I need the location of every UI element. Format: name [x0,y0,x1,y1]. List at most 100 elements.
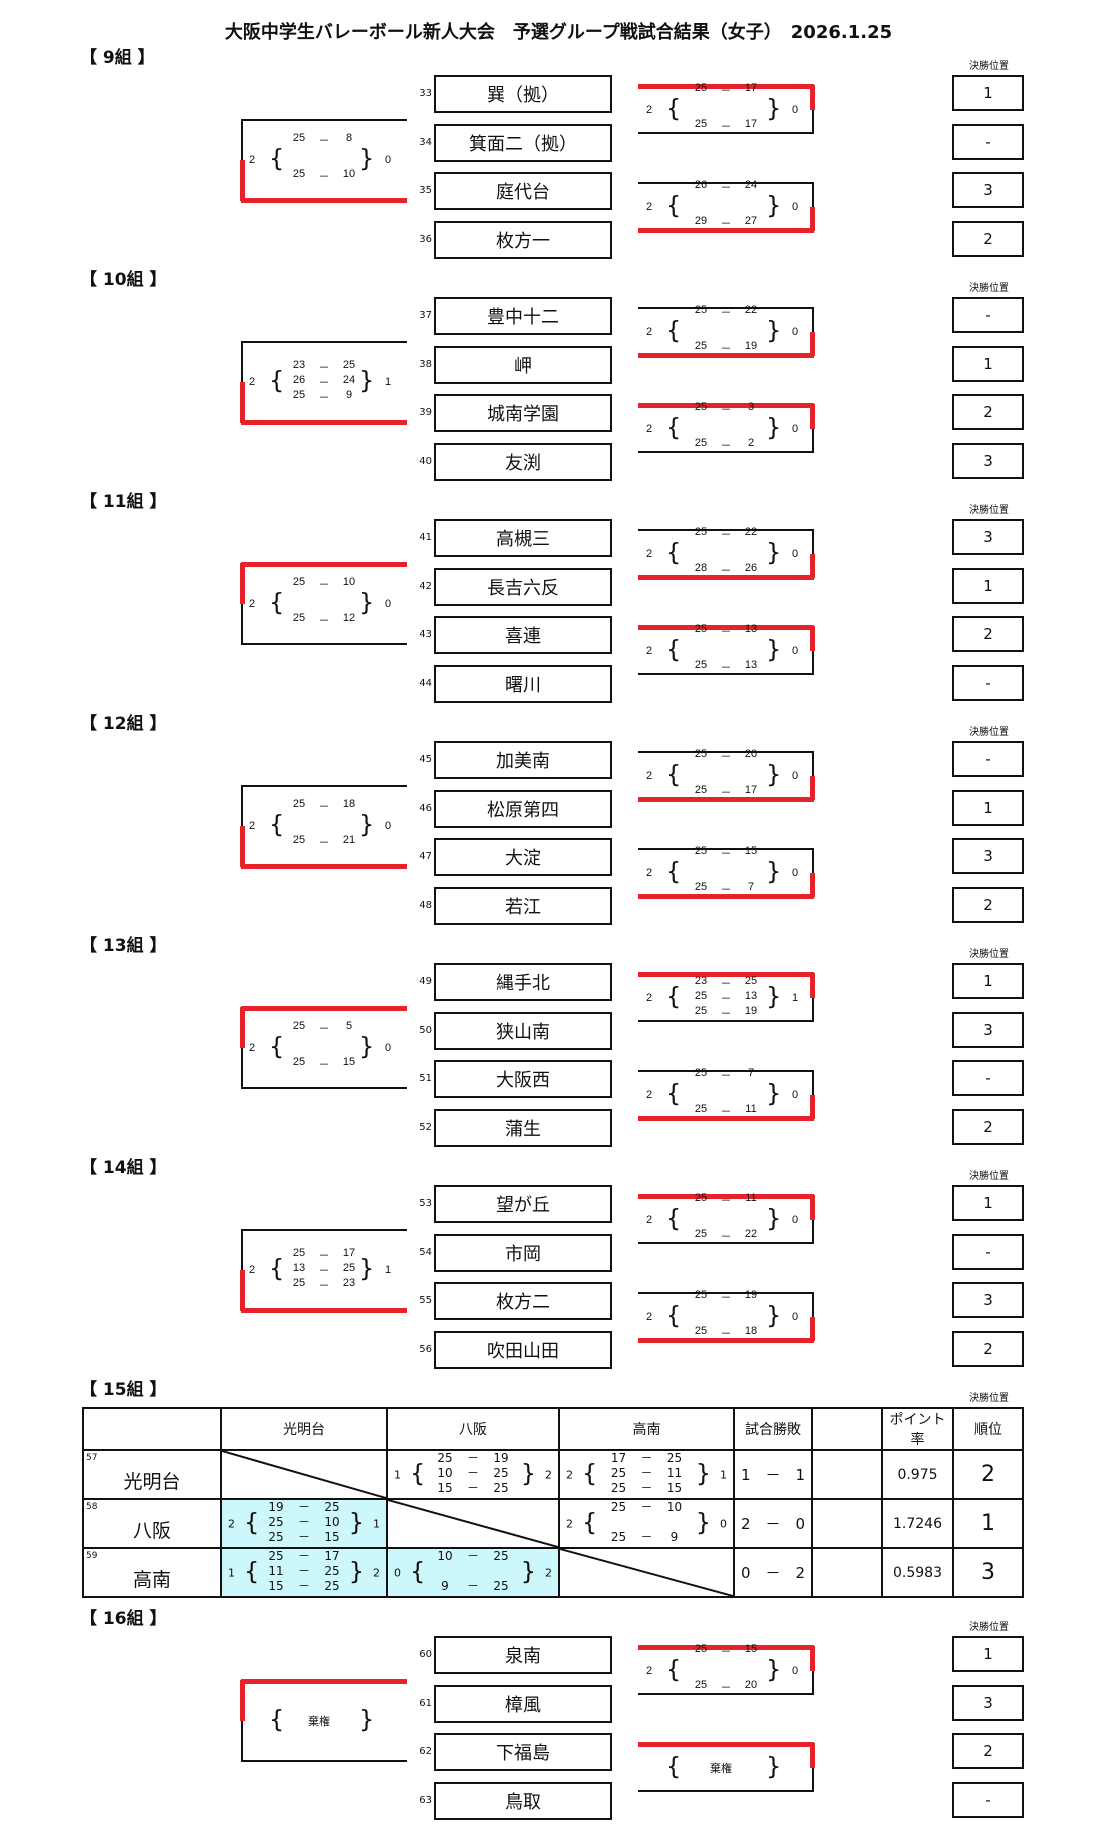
team-name-box[interactable]: 吹田山田 [434,1330,612,1369]
set-score: 25－17 [289,1247,359,1263]
final-position-box: - [952,741,1024,777]
set-points-left: 25 [694,303,708,316]
team-name-box[interactable]: 枚方一 [434,220,612,259]
column-header: 高南 [558,1407,735,1451]
bracket-line [241,1229,243,1270]
brace-open-icon: { [244,1557,260,1586]
brace-open-icon: { [244,1508,260,1537]
group-label: 【 10組 】 [80,270,167,290]
set-points-right: 12 [342,612,356,624]
team-number: 36 [419,233,432,245]
dash: － [720,847,732,860]
set-points-right: 15 [744,844,758,857]
bracket-line [638,1693,814,1695]
team-name-box[interactable]: 大阪西 [434,1060,612,1098]
point-rate: 0.5983 [881,1547,954,1598]
sets-won-left: 2 [646,1088,653,1101]
brace-close-icon: } [766,316,782,345]
brace-close-icon: } [766,760,782,789]
sets-won-left: 2 [646,1310,653,1323]
set-score: 25－15 [691,845,761,861]
team-name-box[interactable]: 豊中十二 [434,297,612,335]
set-points-right: 15 [324,1530,340,1544]
dash: － [466,1466,479,1480]
team-name-box[interactable]: 鳥取 [434,1781,612,1820]
final-position-box: 3 [952,1684,1024,1721]
team-name-box[interactable]: 市岡 [434,1233,612,1272]
dash: － [720,883,732,896]
winner-line [638,972,814,977]
dash: － [720,1681,732,1694]
team-name-box[interactable]: 城南学園 [434,394,612,432]
dash: － [720,977,732,990]
set-points-right: 25 [493,1579,509,1593]
final-position-label: 決勝位置 [969,949,1009,960]
brace-open-icon: { [269,810,285,839]
dash: － [318,171,330,183]
team-name-box[interactable]: 庭代台 [434,172,612,210]
team-name-box[interactable]: 曙川 [434,664,612,703]
brace-open-icon: { [582,1508,598,1537]
dash: － [720,1194,732,1207]
team-name-box[interactable]: 箕面二（拠） [434,123,612,162]
team-name-box[interactable]: 縄手北 [434,963,612,1001]
team-name-box[interactable]: 友渕 [434,442,612,481]
set-points-left: 25 [694,622,708,635]
team-name-box[interactable]: 岬 [434,345,612,384]
winner-line [810,1317,815,1341]
final-position-box: 2 [952,616,1024,652]
brace-close-icon: } [766,1204,782,1233]
set-points-right: 22 [744,525,758,538]
set-points-left: 25 [610,1466,627,1480]
team-number: 62 [419,1746,432,1757]
final-position-box: - [952,297,1024,333]
team-name-box[interactable]: 長吉六反 [434,567,612,606]
brace-open-icon: { [666,94,682,123]
set-points-left: 25 [268,1515,284,1529]
set-score: 25－23 [289,1277,359,1293]
set-points-left: 10 [437,1549,453,1563]
sets-won-left: 2 [249,598,256,610]
team-name-box[interactable]: 松原第四 [434,789,612,828]
set-points-left: 11 [268,1564,284,1578]
team-name-box[interactable]: 高槻三 [434,519,612,557]
team-name-box[interactable]: 望が丘 [434,1185,612,1223]
sets-won-right: 0 [792,103,799,116]
final-position-label: 決勝位置 [969,283,1009,294]
team-name-box[interactable]: 泉南 [434,1636,612,1674]
team-name-box[interactable]: 蒲生 [434,1108,612,1147]
set-points-left: 25 [694,1102,708,1115]
team-name-box[interactable]: 下福島 [434,1733,612,1771]
team-name-box[interactable]: 樟風 [434,1684,612,1723]
team-name-box[interactable]: 狭山南 [434,1011,612,1050]
brace-open-icon: { [666,191,682,220]
brace-close-icon: } [348,1508,364,1537]
final-position-label: 決勝位置 [969,1393,1009,1404]
team-name-box[interactable]: 巽（拠） [434,75,612,113]
set-score: 19－25 [264,1501,344,1513]
sets-won-left: 2 [646,547,653,560]
team-name-box[interactable]: 大淀 [434,838,612,876]
team-name-box[interactable]: 枚方二 [434,1282,612,1320]
team-name-box[interactable]: 若江 [434,886,612,925]
group-label: 【 14組 】 [80,1158,167,1178]
team-name-box[interactable]: 加美南 [434,741,612,779]
set-score: 25－17 [691,82,761,98]
set-points-left: 25 [694,658,708,671]
page-title: 大阪中学生バレーボール新人大会 予選グループ戦試合結果（女子） 2026.1.2… [224,22,893,43]
bracket-line [812,110,814,134]
set-points-left: 25 [694,1004,708,1017]
set-points-left: 25 [268,1530,284,1544]
group-label: 【 16組 】 [80,1609,167,1629]
dash: － [640,1481,653,1495]
set-score: 25－22 [691,304,761,320]
sets-won-right: 0 [792,644,799,657]
winner-line [638,403,814,408]
bracket-line [241,604,243,645]
team-name-box[interactable]: 喜連 [434,616,612,654]
set-points-left: 25 [292,576,306,588]
